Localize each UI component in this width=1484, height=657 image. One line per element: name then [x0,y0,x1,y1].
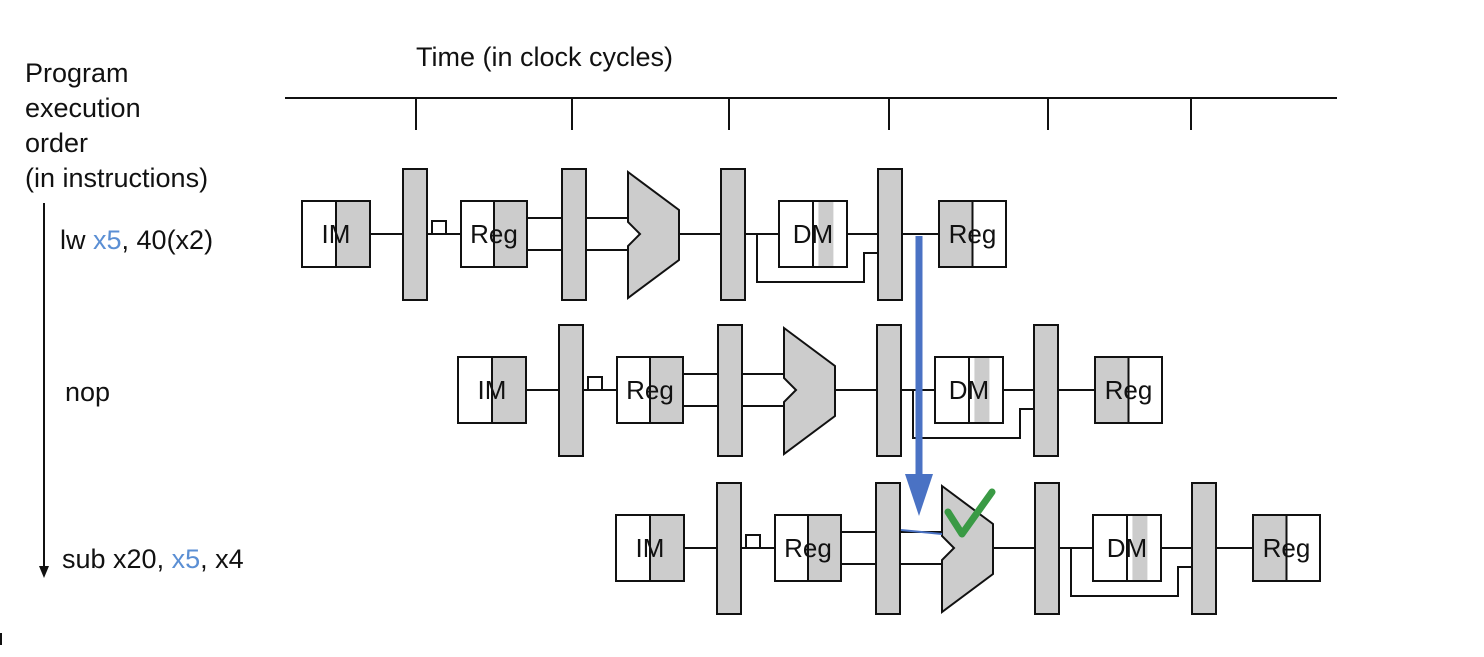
pipeline-register [716,482,742,615]
instruction-text-part: sub x20, [62,544,172,574]
datapath-wire [1070,548,1192,597]
datapath-wire [756,234,878,283]
pipeline-register [877,168,903,301]
register-read: Reg [774,514,842,582]
pipeline-register [876,324,902,457]
instruction-text-part: , x4 [200,544,244,574]
forwarding-arrow-icon [905,474,933,516]
instruction-label-nop: nop [65,377,110,407]
check-mark-icon [944,488,996,538]
pipeline-register [720,168,746,301]
instruction-text-part: lw [60,225,93,255]
pipeline-row: IM Reg DM Reg [457,324,1163,457]
pipeline-register [1191,482,1217,615]
instruction-text-part: , 40(x2) [122,225,214,255]
forwarding-wire-to-alu [900,529,943,535]
instruction-memory: IM [457,356,527,424]
pipeline-register [1033,324,1059,457]
instruction-memory-label: IM [636,533,665,563]
register-write: Reg [938,200,1007,268]
register-write-label: Reg [1263,533,1311,563]
datapath-wire [587,376,603,390]
instruction-memory-label: IM [478,375,507,405]
pipeline-register [561,168,587,301]
datapath-wire [912,390,1034,439]
program-order-title-line-1: Program [25,58,129,88]
register-write: Reg [1252,514,1321,582]
data-memory: DM [1092,514,1162,582]
instruction-memory: IM [301,200,371,268]
data-memory: DM [778,200,848,268]
register-write: Reg [1094,356,1163,424]
pipeline-register [1034,482,1060,615]
pipeline-register [717,324,743,457]
time-axis-title: Time (in clock cycles) [416,42,673,72]
program-order-arrow-head [39,566,49,578]
pipeline-register [875,482,901,615]
register-read-label: Reg [470,219,518,249]
register-write-label: Reg [949,219,997,249]
forwarding-path [900,236,943,535]
instruction-label-lw: lw x5, 40(x2) [60,225,213,255]
instruction-label-sub: sub x20, x5, x4 [62,544,244,574]
pipeline-register [402,168,428,301]
program-order-title-line-2: execution [25,93,141,123]
data-memory-label: DM [793,219,833,249]
pipeline-row: IM Reg DM Reg [301,168,1007,301]
register-read-label: Reg [784,533,832,563]
data-memory: DM [934,356,1004,424]
instruction-text-part: x5 [93,225,122,255]
pipeline-register [558,324,584,457]
register-read: Reg [616,356,684,424]
time-axis: Time (in clock cycles) [285,42,1337,130]
register-write-label: Reg [1105,375,1153,405]
instruction-memory: IM [615,514,685,582]
alu [783,326,836,456]
register-read-label: Reg [626,375,674,405]
pipeline-row: IM Reg DM Reg [615,482,1321,615]
program-order-title-line-4: (in instructions) [25,163,208,193]
datapath-wire [745,534,761,548]
program-order-title-line-3: order [25,128,88,158]
instruction-text-part: x5 [172,544,201,574]
program-order-axis: Program execution order (in instructions… [25,58,208,578]
alu [627,170,680,300]
instruction-memory-label: IM [322,219,351,249]
data-memory-label: DM [1107,533,1147,563]
register-read: Reg [460,200,528,268]
datapath-wire [431,220,447,234]
instruction-text-part: nop [65,377,110,407]
data-memory-label: DM [949,375,989,405]
